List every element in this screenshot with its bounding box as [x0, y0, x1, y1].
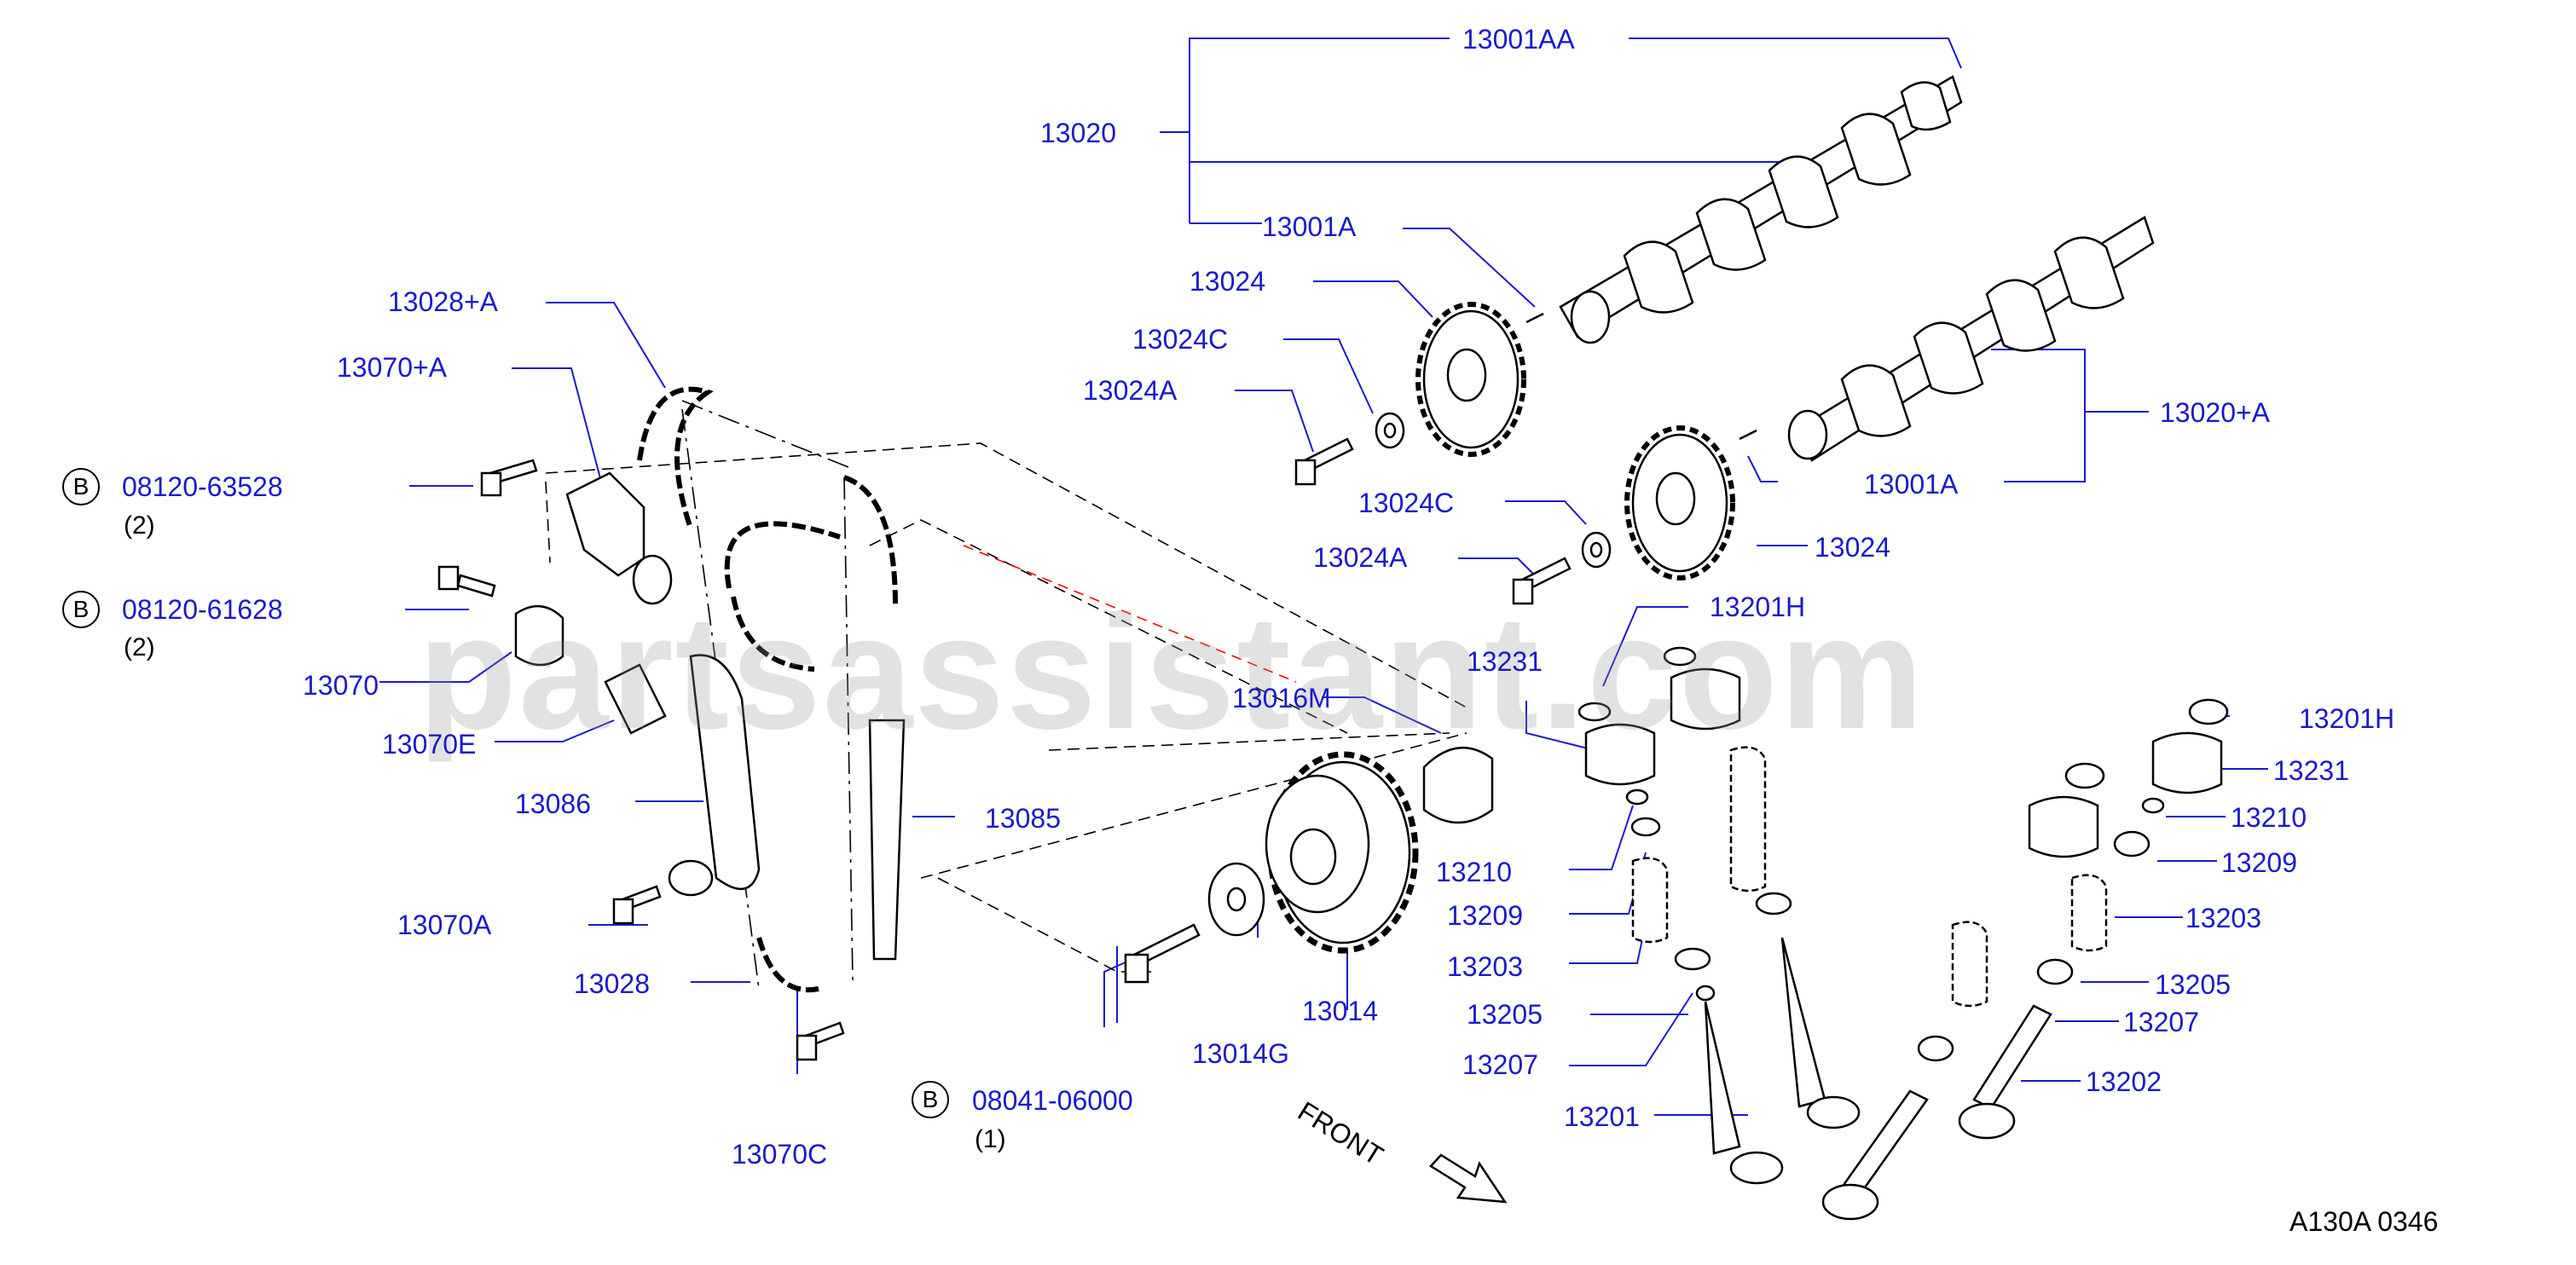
label-13207-left[interactable]: 13207: [1462, 1049, 1538, 1080]
label-13001A-top[interactable]: 13001A: [1262, 211, 1357, 242]
sprockets: [1207, 302, 1735, 954]
b-marker-2: B: [62, 591, 100, 628]
label-08041-06000[interactable]: 08041-06000: [972, 1085, 1133, 1116]
label-13070E[interactable]: 13070E: [382, 729, 477, 760]
valve-train-left: [1577, 646, 1861, 1185]
label-13020[interactable]: 13020: [1040, 118, 1116, 148]
label-13020A[interactable]: 13020+A: [2160, 397, 2271, 428]
label-13085[interactable]: 13085: [985, 803, 1061, 834]
label-13014G[interactable]: 13014G: [1192, 1038, 1289, 1069]
label-13203-left[interactable]: 13203: [1447, 951, 1523, 982]
label-13209-right[interactable]: 13209: [2221, 847, 2297, 878]
label-13231-left[interactable]: 13231: [1467, 646, 1543, 677]
reference-code: A130A 0346: [2289, 1206, 2439, 1237]
label-13202[interactable]: 13202: [2086, 1066, 2162, 1097]
label-13014[interactable]: 13014: [1302, 996, 1378, 1026]
camshaft-upper: [1525, 75, 1963, 344]
label-13070A-plus[interactable]: 13070+A: [337, 352, 448, 383]
label-13210-left[interactable]: 13210: [1436, 857, 1512, 887]
label-13028A[interactable]: 13028+A: [388, 286, 499, 317]
qty-1: (2): [124, 511, 155, 540]
qty-2: (2): [124, 633, 155, 661]
red-dash-line: [963, 545, 1297, 683]
timing-chains: [637, 386, 898, 993]
label-13086[interactable]: 13086: [515, 788, 591, 819]
bolts: [437, 437, 1572, 1061]
label-13016M[interactable]: 13016M: [1232, 683, 1331, 713]
label-13231-right[interactable]: 13231: [2273, 755, 2349, 786]
label-13024A-mid[interactable]: 13024A: [1313, 542, 1408, 573]
label-13070[interactable]: 13070: [303, 670, 379, 701]
label-13203-right[interactable]: 13203: [2185, 903, 2261, 933]
label-13210-right[interactable]: 13210: [2231, 802, 2307, 833]
b-marker-1: B: [62, 468, 100, 505]
label-13001A-right[interactable]: 13001A: [1864, 469, 1959, 500]
label-13070C[interactable]: 13070C: [732, 1139, 828, 1170]
label-08120-61628[interactable]: 08120-61628: [122, 594, 283, 625]
label-13209-left[interactable]: 13209: [1447, 900, 1523, 931]
label-13028[interactable]: 13028: [574, 968, 650, 999]
label-13201H-right[interactable]: 13201H: [2299, 703, 2395, 734]
label-13024A-top[interactable]: 13024A: [1083, 375, 1178, 406]
front-arrow: [1429, 1153, 1508, 1204]
leader-lines: [379, 38, 2268, 1116]
label-13207-right[interactable]: 13207: [2123, 1007, 2199, 1037]
label-13201[interactable]: 13201: [1564, 1101, 1640, 1132]
valve-train-right: [1821, 698, 2229, 1221]
b-marker-3: B: [912, 1081, 949, 1118]
label-13024C-top[interactable]: 13024C: [1132, 324, 1229, 355]
label-13205-right[interactable]: 13205: [2155, 969, 2231, 1000]
watermark: partsassistant.com: [418, 582, 1925, 763]
label-13024C-mid[interactable]: 13024C: [1358, 488, 1455, 518]
label-08120-63528[interactable]: 08120-63528: [122, 471, 283, 502]
label-13205-left[interactable]: 13205: [1467, 999, 1543, 1030]
label-13070A[interactable]: 13070A: [397, 910, 492, 940]
timing-parts: [514, 471, 906, 961]
qty-3: (1): [975, 1125, 1006, 1153]
camshaft-lower: [1739, 216, 2155, 462]
label-13024-top[interactable]: 13024: [1190, 266, 1265, 297]
label-13024-mid[interactable]: 13024: [1815, 532, 1890, 563]
label-13201H-left[interactable]: 13201H: [1710, 592, 1806, 622]
label-13001AA[interactable]: 13001AA: [1462, 24, 1575, 55]
